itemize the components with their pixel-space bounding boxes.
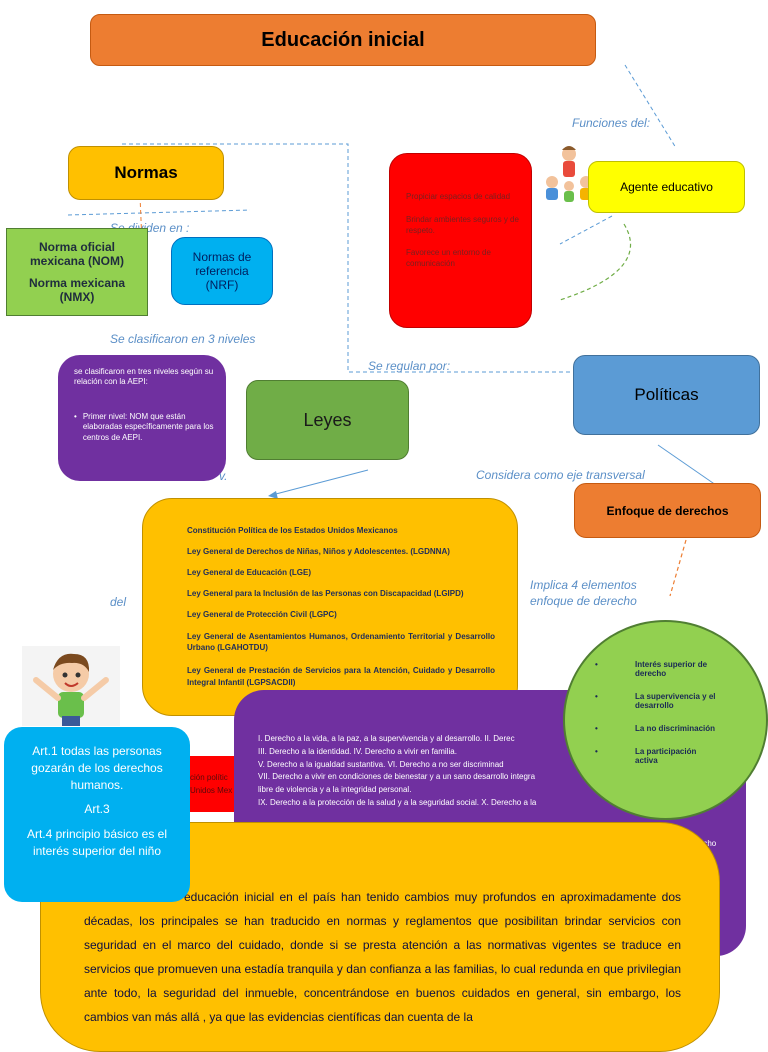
nom-label: Norma oficial mexicana (NOM) — [29, 240, 125, 268]
red-fragment-2: Unidos Mex — [190, 785, 233, 795]
funciones-label: Funciones del: — [572, 116, 651, 130]
nom-nmx-box: Norma oficial mexicana (NOM) Norma mexic… — [6, 228, 148, 316]
law-3: Ley General de Educación (LGE) — [187, 568, 312, 577]
politicas-label: Políticas — [634, 385, 699, 404]
funcion-item-2: Brindar ambientes seguros y de respeto. — [406, 214, 519, 235]
leyes-box: Leyes — [246, 380, 409, 460]
fragment-v: v. — [219, 469, 228, 483]
element-2-text: La supervivencia y el desarrollo — [635, 692, 716, 710]
articles-box: Art.1 todas las personas gozarán de los … — [4, 727, 190, 902]
children-image — [542, 142, 596, 208]
funcion-item-1: Propiciar espacios de calidad — [406, 192, 511, 201]
nmx-label: Norma mexicana (NMX) — [28, 276, 126, 304]
law-2: Ley General de Derechos de Niñas, Niños … — [187, 547, 450, 556]
law-4: Ley General para la Inclusión de las Per… — [187, 589, 464, 598]
article-3: Art.3 — [84, 802, 110, 817]
element-3-text: La no discriminación — [635, 724, 716, 733]
funcion-item-3: Favorece un entorno de comunicación — [406, 248, 491, 269]
normas-label: Normas — [114, 163, 178, 182]
laws-box: Constitución Política de los Estados Uni… — [142, 498, 518, 716]
elements-circle: • Interés superior de derecho • La super… — [563, 620, 768, 820]
normas-box: Normas — [68, 146, 224, 200]
bullet: • — [595, 660, 598, 669]
element-1: • Interés superior de derecho — [595, 660, 748, 678]
se-regulan-label: Se regulan por: — [368, 359, 451, 373]
implica-label: Implica 4 elementos enfoque de derecho — [530, 577, 637, 609]
enfoque-box: Enfoque de derechos — [574, 483, 761, 538]
page-title: Educación inicial — [261, 28, 425, 51]
niveles-box: se clasificaron en tres niveles según su… — [58, 355, 226, 481]
bullet: • — [595, 747, 598, 756]
agente-box: Agente educativo — [588, 161, 745, 213]
politicas-box: Políticas — [573, 355, 760, 435]
title-box: Educación inicial — [90, 14, 596, 66]
se-clasificaron-label: Se clasificaron en 3 niveles — [110, 332, 256, 346]
bullet: • — [595, 724, 598, 733]
element-4: • La participación activa — [595, 747, 748, 765]
law-1: Constitución Política de los Estados Uni… — [187, 526, 398, 535]
considera-label: Considera como eje transversal — [476, 468, 645, 482]
implica-line-1: Implica 4 elementos — [530, 578, 637, 592]
nrf-box: Normas de referencia (NRF) — [171, 237, 273, 305]
agente-label: Agente educativo — [620, 180, 713, 194]
niveles-item-text: Primer nivel: NOM que están elaboradas e… — [82, 411, 214, 442]
funciones-box: Propiciar espacios de calidad Brindar am… — [389, 153, 532, 328]
law-7: Ley General de Prestación de Servicios p… — [187, 666, 495, 687]
niveles-item: • Primer nivel: NOM que están elaboradas… — [74, 412, 214, 443]
niveles-intro: se clasificaron en tres niveles según su… — [74, 367, 214, 387]
element-2: • La supervivencia y el desarrollo — [595, 692, 748, 710]
nrf-label: Normas de referencia (NRF) — [192, 250, 252, 292]
article-1: Art.1 todas las personas gozarán de los … — [31, 744, 163, 792]
right-line-2: III. Derecho a la identidad. IV. Derecho… — [258, 746, 457, 756]
right-line-1: I. Derecho a la vida, a la paz, a la sup… — [258, 734, 515, 743]
element-4-text: La participación activa — [635, 747, 697, 765]
implica-line-2: enfoque de derecho — [530, 594, 637, 609]
law-6: Ley General de Asentamientos Humanos, Or… — [187, 632, 495, 653]
right-line-3: V. Derecho a la igualdad sustantiva. VI.… — [258, 759, 504, 769]
enfoque-label: Enfoque de derechos — [606, 503, 729, 518]
right-line-5: libre de violencia y a la integridad per… — [258, 785, 412, 795]
element-3: • La no discriminación — [595, 724, 748, 733]
bullet: • — [74, 411, 77, 421]
bullet: • — [595, 692, 598, 701]
element-1-text: Interés superior de derecho — [635, 660, 708, 678]
leyes-label: Leyes — [303, 409, 352, 430]
right-line-6: IX. Derecho a la protección de la salud … — [258, 797, 537, 807]
paragraph-text: educación inicial en el país han tenido … — [84, 890, 681, 1024]
article-4: Art.4 principio básico es el interés sup… — [26, 827, 168, 858]
boy-image — [22, 646, 120, 726]
law-5: Ley General de Protección Civil (LGPC) — [187, 610, 337, 619]
right-line-4: VII. Derecho a vivir en condiciones de b… — [258, 772, 536, 782]
fragment-del: del — [110, 595, 127, 609]
red-fragment-1: ción polític — [190, 773, 228, 782]
